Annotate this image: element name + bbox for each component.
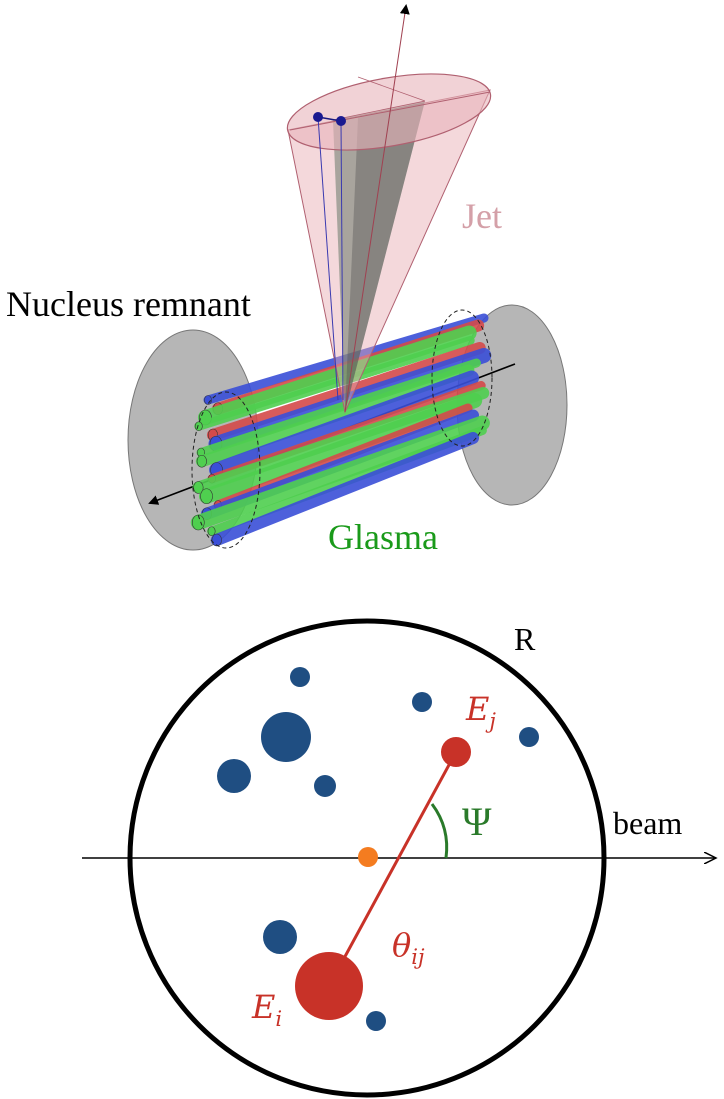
- flux-tube-cap: [191, 514, 205, 531]
- glasma-illustration: Jet Nucleus remnant Glasma: [6, 4, 568, 557]
- dipole-particle-right: [336, 116, 346, 126]
- psi-label: Ψ: [462, 799, 492, 844]
- flux-tube-cap: [200, 488, 213, 505]
- Ej-label: Ej: [465, 690, 496, 733]
- blue-particle: [261, 712, 311, 762]
- Ei-label: Ei: [251, 988, 282, 1031]
- beam-label: beam: [613, 805, 682, 841]
- flux-tube: [210, 432, 480, 546]
- jet-label: Jet: [462, 196, 502, 236]
- flux-tube-cap: [193, 481, 204, 494]
- particle-pair-line: [327, 751, 458, 987]
- flux-tube-cap: [211, 533, 222, 547]
- flux-tube-cap: [196, 454, 207, 468]
- glasma-label: Glasma: [328, 517, 438, 557]
- flux-tube: [195, 364, 475, 468]
- tube-bundle-end-left: [191, 391, 261, 549]
- flux-tube-cap: [207, 526, 216, 537]
- dipole-particle-left: [313, 112, 323, 122]
- blue-particle: [519, 727, 539, 747]
- flux-tube-cap: [194, 421, 203, 432]
- jet-axis-point: [358, 847, 378, 867]
- jet-axis-arrow: [344, 4, 410, 413]
- flux-tube: [199, 393, 483, 504]
- jet-transverse-plane: R beam Ψ θij Ej Ei: [82, 618, 716, 1098]
- blue-particle: [412, 692, 432, 712]
- radius-label: R: [514, 621, 536, 657]
- jet-cone: [286, 73, 492, 414]
- flux-tubes: [190, 313, 492, 547]
- blue-particle: [217, 759, 251, 793]
- theta-ij-label: θij: [392, 926, 425, 969]
- particle-Ej: [441, 737, 471, 767]
- particle-Ei: [295, 952, 363, 1020]
- tube-bundle-end-right: [431, 309, 493, 447]
- nucleus-remnant-label: Nucleus remnant: [6, 284, 251, 324]
- blue-particle: [314, 775, 336, 797]
- flux-tube: [209, 370, 480, 478]
- blue-particle: [263, 920, 297, 954]
- blue-particle: [290, 667, 310, 687]
- flux-tube-cap: [204, 395, 212, 405]
- flux-tube: [194, 336, 475, 431]
- flux-tube: [190, 415, 490, 530]
- psi-angle-arc: [430, 803, 449, 859]
- blue-particle: [366, 1011, 386, 1031]
- dipole-pair: [313, 112, 346, 401]
